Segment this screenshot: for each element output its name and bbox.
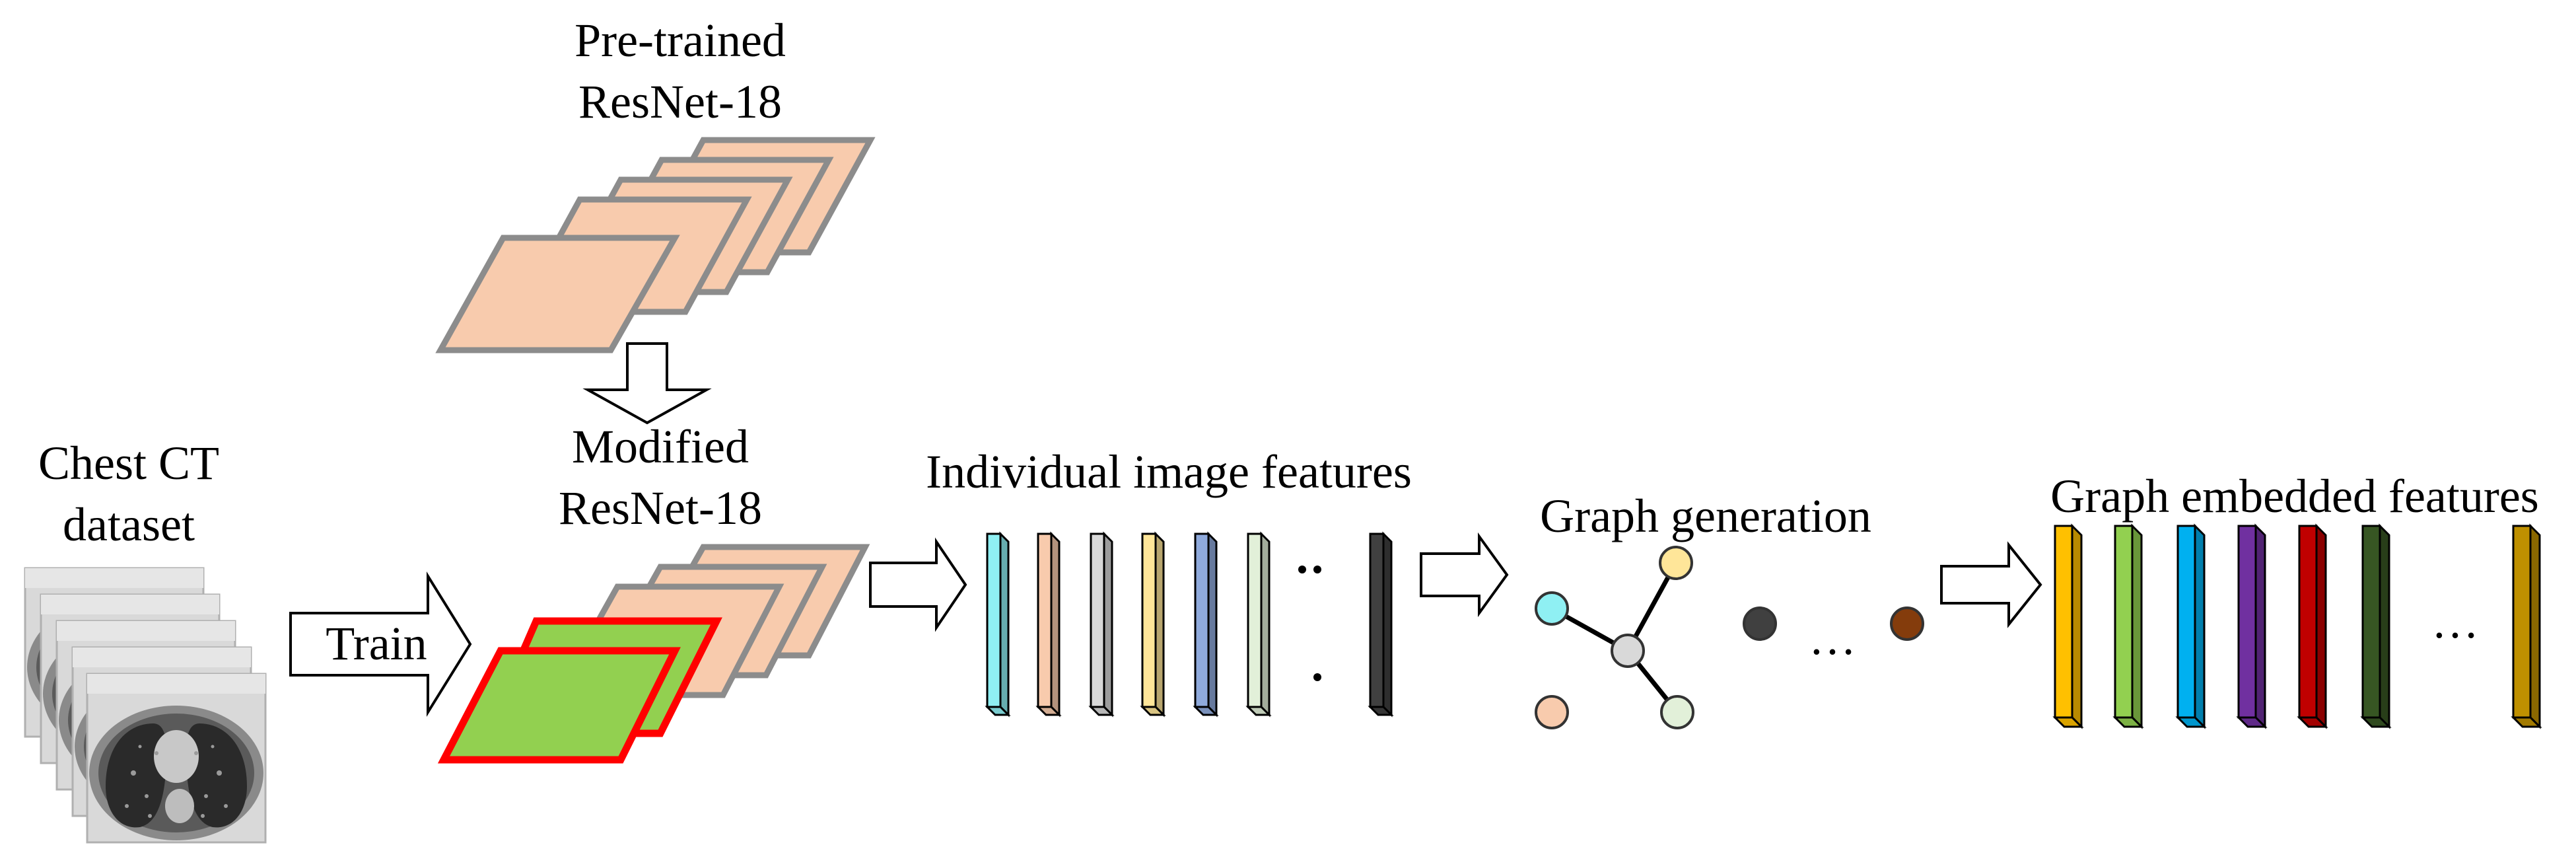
graph-embedded-feature-bar [2297, 523, 2328, 729]
graph-node-peach [1535, 695, 1569, 729]
individual-feature-bars [985, 531, 1394, 717]
modified-title-line1: Modified [572, 420, 749, 473]
graph-embedded-feature-bar [2112, 523, 2144, 729]
graph-embedded-feature-bar [2511, 523, 2542, 729]
train-arrow: Train [289, 571, 472, 717]
graph-ellipsis: … [1809, 612, 1856, 665]
graph-embedded-feature-bars [2052, 523, 2542, 729]
graph-embedded-feature-bar [2236, 523, 2268, 729]
individual-feature-bar [1245, 531, 1272, 717]
individual-feature-bar [1140, 531, 1166, 717]
pretrained-layer [435, 235, 680, 353]
individual-feature-bar [985, 531, 1011, 717]
hollow-arrow-icon [289, 571, 472, 717]
train-label: Train [326, 617, 427, 670]
modified-title-line2: ResNet-18 [559, 482, 762, 534]
chest-ct-image-stack [25, 568, 279, 842]
graph-node-brown [1890, 606, 1924, 641]
pretrained-title-line1: Pre-trained [574, 14, 786, 67]
modified-layer-stack [437, 544, 870, 764]
individual-features-title: Individual image features [926, 445, 1412, 498]
graph-embedded-feature-bar [2175, 523, 2207, 729]
embedded-ellipsis: … [2431, 595, 2479, 648]
hollow-arrow-icon [1420, 532, 1509, 618]
chest-ct-title-line2: dataset [63, 498, 195, 551]
graph-node-cyan [1535, 591, 1569, 626]
graph-generation-title: Graph generation [1540, 490, 1871, 542]
individual-feature-bar [1368, 531, 1394, 717]
graph-node-yellow [1659, 546, 1693, 580]
chest-ct-title-line1: Chest CT [38, 437, 219, 490]
graph-embedded-feature-bar [2360, 523, 2392, 729]
graph-network: … [1535, 546, 1924, 729]
individual-feature-bar [1035, 531, 1062, 717]
hollow-arrow-icon [1940, 541, 2042, 628]
hollow-arrow-icon [869, 537, 967, 632]
individual-feature-bar [1193, 531, 1219, 717]
vertical-ellipsis [1298, 566, 1321, 681]
graph-node-dark [1743, 606, 1777, 641]
graph-node-center [1611, 634, 1645, 668]
graph-node-light-green [1660, 695, 1694, 729]
down-arrow-icon [582, 342, 712, 425]
graph-embedded-features-title: Graph embedded features [2050, 470, 2539, 523]
individual-feature-bar [1088, 531, 1115, 717]
pretrained-layer-stack [435, 137, 876, 353]
pretrained-title-line2: ResNet-18 [578, 75, 782, 128]
graph-embedded-feature-bar [2052, 523, 2084, 729]
modified-layer-trainable [437, 647, 681, 764]
